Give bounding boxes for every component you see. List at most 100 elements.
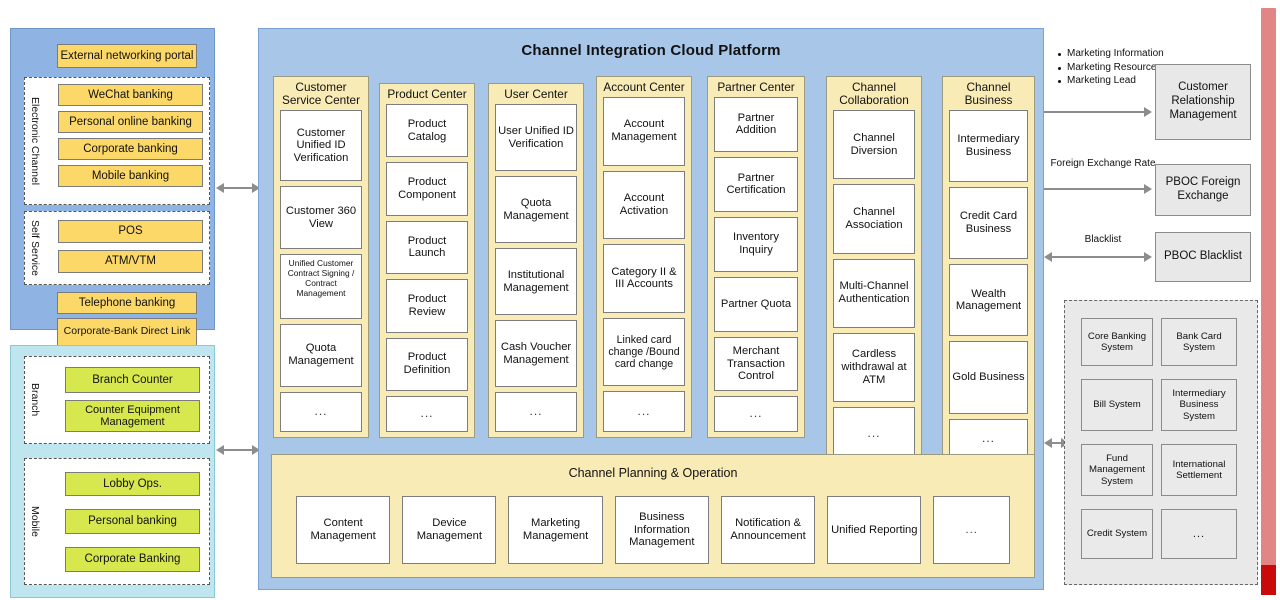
module-box-ellipsis[interactable]: ... xyxy=(949,418,1028,460)
module-box[interactable]: Linked card change /Bound card change xyxy=(603,317,685,387)
module-box-ellipsis[interactable]: ... xyxy=(603,391,685,432)
module-box[interactable]: Customer Unified ID Verification xyxy=(280,109,362,182)
module-box[interactable]: Product Launch xyxy=(386,220,468,275)
module-box[interactable]: Partner Addition xyxy=(714,96,798,152)
channel-integration-cloud-platform: Channel Integration Cloud Platform Custo… xyxy=(258,28,1044,590)
planning-module-box[interactable]: Device Management xyxy=(402,496,497,564)
system-label: Credit System xyxy=(1086,528,1148,540)
system-box-international-settlement[interactable]: International Settlement xyxy=(1161,444,1237,496)
system-box-fund-management-system[interactable]: Fund Management System xyxy=(1081,444,1153,496)
electronic-channel-group-label: Electronic Channel xyxy=(29,96,41,186)
module-box[interactable]: User Unified ID Verification xyxy=(495,103,577,172)
column-title: Channel Collaboration xyxy=(839,80,909,107)
chip-lobby-ops[interactable]: Lobby Ops. xyxy=(65,472,200,496)
chip-atm-vtm[interactable]: ATM/VTM xyxy=(58,250,203,273)
module-label: Merchant Transaction Control xyxy=(726,344,786,383)
module-box-ellipsis[interactable]: ... xyxy=(386,395,468,433)
chip-counter-equipment-management[interactable]: Counter Equipment Management xyxy=(65,400,200,432)
chip-corporate-banking-mobile[interactable]: Corporate Banking xyxy=(65,547,200,572)
system-box-bank-card-system[interactable]: Bank Card System xyxy=(1161,318,1237,366)
module-box[interactable]: Category II & III Accounts xyxy=(603,244,685,313)
planning-module-box[interactable]: Content Management xyxy=(296,496,391,564)
module-box[interactable]: Partner Certification xyxy=(714,156,798,212)
module-box[interactable]: Quota Management xyxy=(495,176,577,244)
chip-corporate-bank-direct-link[interactable]: Corporate-Bank Direct Link xyxy=(57,318,197,346)
chip-wechat-banking[interactable]: WeChat banking xyxy=(58,84,203,106)
module-box[interactable]: Institutional Management xyxy=(495,248,577,316)
chip-label: Personal online banking xyxy=(69,115,192,128)
module-box-ellipsis[interactable]: ... xyxy=(714,396,798,432)
chip-personal-banking[interactable]: Personal banking xyxy=(65,509,200,534)
planning-module-box[interactable]: Unified Reporting xyxy=(827,496,922,564)
module-box[interactable]: Channel Diversion xyxy=(833,109,915,180)
scrollbar-track[interactable] xyxy=(1258,0,1280,600)
chip-corporate-banking[interactable]: Corporate banking xyxy=(58,138,203,160)
domain-column-user-center: User Center User Unified ID Verification… xyxy=(488,83,584,438)
external-system-pboc-blacklist[interactable]: PBOC Blacklist xyxy=(1155,232,1251,282)
chip-branch-counter[interactable]: Branch Counter xyxy=(65,367,200,393)
scrollbar-marker[interactable] xyxy=(1261,565,1276,595)
electronic-channel-panel: External networking portal Electronic Ch… xyxy=(10,28,215,346)
system-box-core-banking-system[interactable]: Core Banking System xyxy=(1081,318,1153,366)
external-system-label: PBOC Foreign Exchange xyxy=(1165,176,1241,202)
module-box[interactable]: Unified Customer Contract Signing / Cont… xyxy=(280,254,362,319)
chip-telephone-banking[interactable]: Telephone banking xyxy=(57,292,197,314)
module-box[interactable]: Merchant Transaction Control xyxy=(714,336,798,392)
external-system-crm[interactable]: Customer Relationship Management xyxy=(1155,64,1251,140)
system-box-ellipsis[interactable]: ... xyxy=(1161,509,1237,559)
connector-electronic-to-platform xyxy=(216,182,260,194)
page-title: Channel Integration Cloud Platform xyxy=(521,42,781,59)
module-label: Quota Management xyxy=(288,342,354,368)
module-box[interactable]: Cash Voucher Management xyxy=(495,320,577,388)
module-box[interactable]: Partner Quota xyxy=(714,276,798,332)
branch-mobile-panel: Branch Branch Counter Counter Equipment … xyxy=(10,345,215,598)
external-system-label: Customer Relationship Management xyxy=(1169,81,1237,121)
chip-mobile-banking[interactable]: Mobile banking xyxy=(58,165,203,187)
planning-module-box[interactable]: Business Information Management xyxy=(614,496,709,564)
module-box[interactable]: Product Definition xyxy=(386,337,468,391)
module-box[interactable]: Product Catalog xyxy=(386,103,468,158)
planning-module-box[interactable]: Notification & Announcement xyxy=(720,496,816,564)
module-label: Cardless withdrawal at ATM xyxy=(841,348,907,386)
chip-label: Counter Equipment Management xyxy=(85,403,180,428)
chip-pos[interactable]: POS xyxy=(58,220,203,243)
column-title: Channel Business xyxy=(964,80,1013,107)
marketing-bullet: Marketing Information xyxy=(1058,48,1168,60)
module-box[interactable]: Customer 360 View xyxy=(280,186,362,250)
system-label: Bill System xyxy=(1093,399,1141,411)
module-label: Multi-Channel Authentication xyxy=(838,280,910,306)
module-box[interactable]: Account Management xyxy=(603,96,685,166)
module-box[interactable]: Inventory Inquiry xyxy=(714,216,798,272)
scrollbar-thumb[interactable] xyxy=(1261,8,1276,576)
module-box[interactable]: Product Review xyxy=(386,279,468,333)
module-box[interactable]: Product Component xyxy=(386,162,468,216)
system-box-bill-system[interactable]: Bill System xyxy=(1081,379,1153,431)
chip-personal-online-banking[interactable]: Personal online banking xyxy=(58,111,203,133)
module-box[interactable]: Wealth Management xyxy=(949,264,1028,337)
module-label: ... xyxy=(749,406,763,421)
planning-module-box[interactable]: Marketing Management xyxy=(508,496,603,564)
module-box-ellipsis[interactable]: ... xyxy=(280,391,362,433)
module-box[interactable]: Intermediary Business xyxy=(949,109,1028,183)
module-box-ellipsis[interactable]: ... xyxy=(833,407,915,461)
module-label: Device Management xyxy=(416,517,482,542)
module-box[interactable]: Quota Management xyxy=(280,323,362,387)
module-box[interactable]: Multi-Channel Authentication xyxy=(833,258,915,328)
module-box[interactable]: Gold Business xyxy=(949,341,1028,414)
planning-module-box-ellipsis[interactable]: ... xyxy=(933,496,1010,564)
module-box-ellipsis[interactable]: ... xyxy=(495,392,577,432)
module-box[interactable]: Credit Card Business xyxy=(949,187,1028,260)
module-box[interactable]: Channel Association xyxy=(833,184,915,254)
column-title: Partner Center xyxy=(717,80,795,94)
module-box[interactable]: Account Activation xyxy=(603,170,685,240)
marketing-annotations: Marketing Information Marketing Resource… xyxy=(1058,48,1168,89)
module-box[interactable]: Cardless withdrawal at ATM xyxy=(833,332,915,403)
external-system-pboc-foreign-exchange[interactable]: PBOC Foreign Exchange xyxy=(1155,164,1251,216)
module-label: Product Component xyxy=(398,176,456,202)
system-box-credit-system[interactable]: Credit System xyxy=(1081,509,1153,559)
blacklist-label: Blacklist xyxy=(1050,234,1156,245)
chip-external-networking-portal[interactable]: External networking portal xyxy=(57,44,197,68)
module-label: Credit Card Business xyxy=(959,210,1018,236)
system-box-intermediary-business-system[interactable]: Intermediary Business System xyxy=(1161,379,1237,431)
system-label: International Settlement xyxy=(1172,458,1226,481)
